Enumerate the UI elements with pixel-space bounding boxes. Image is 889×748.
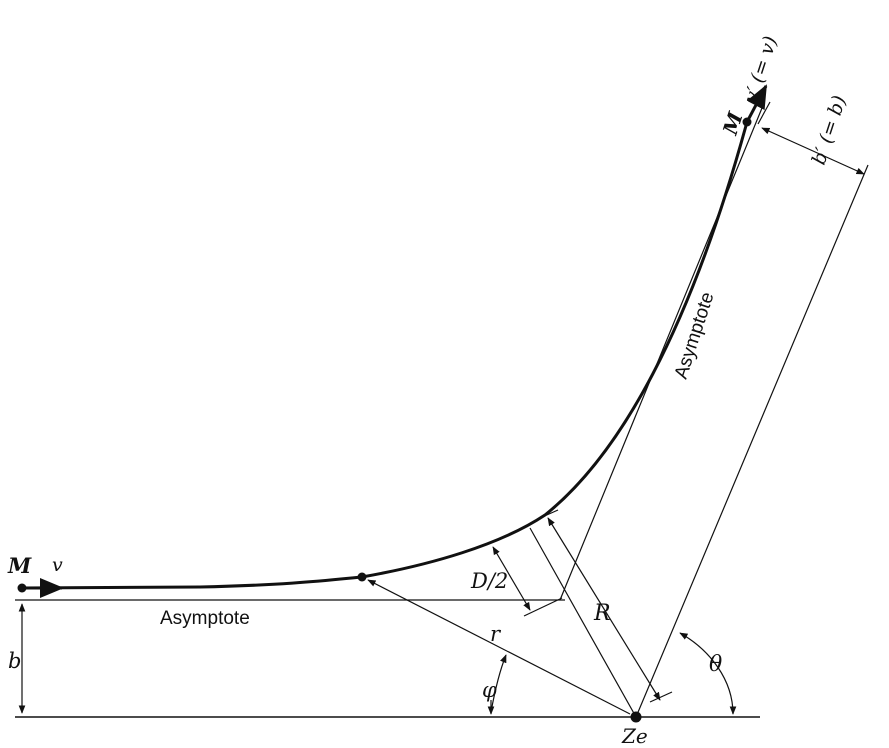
impact-final-label: b′ (= b)	[808, 93, 851, 168]
asymptote-final-label: Asymptote	[671, 290, 719, 382]
d-half-extension	[523, 597, 563, 617]
nucleus-parallel-line	[635, 164, 869, 718]
half-distance-label: D/2	[470, 569, 508, 593]
trajectory-point-dot	[357, 572, 367, 582]
final-velocity-label: v′ (= v)	[740, 33, 782, 105]
phi-label: φ	[482, 678, 497, 702]
outgoing-asymptote-line	[559, 107, 763, 601]
d-half-arrow	[492, 546, 531, 611]
final-velocity-arrow	[745, 84, 768, 123]
theta-angle-arc	[679, 632, 737, 715]
R-dimension-arrow	[547, 517, 661, 701]
trajectory-curve	[21, 121, 749, 590]
theta-label: θ	[709, 652, 722, 677]
b-prime-dimension-arrow	[761, 127, 865, 175]
initial-mass-label: M	[7, 553, 32, 578]
radius-r-label: r	[490, 622, 502, 646]
closest-approach-line	[529, 527, 637, 718]
initial-velocity-label: v	[52, 554, 63, 576]
impact-parameter-label: b	[8, 649, 21, 673]
asymptote-initial-label: Asymptote	[160, 608, 250, 629]
r-dim-tick-bottom	[649, 691, 673, 703]
r-dim-tick-top	[539, 509, 559, 519]
nucleus-label: Ze	[621, 724, 648, 748]
distance-R-label: R	[593, 601, 611, 626]
b-prime-tick	[757, 101, 771, 125]
